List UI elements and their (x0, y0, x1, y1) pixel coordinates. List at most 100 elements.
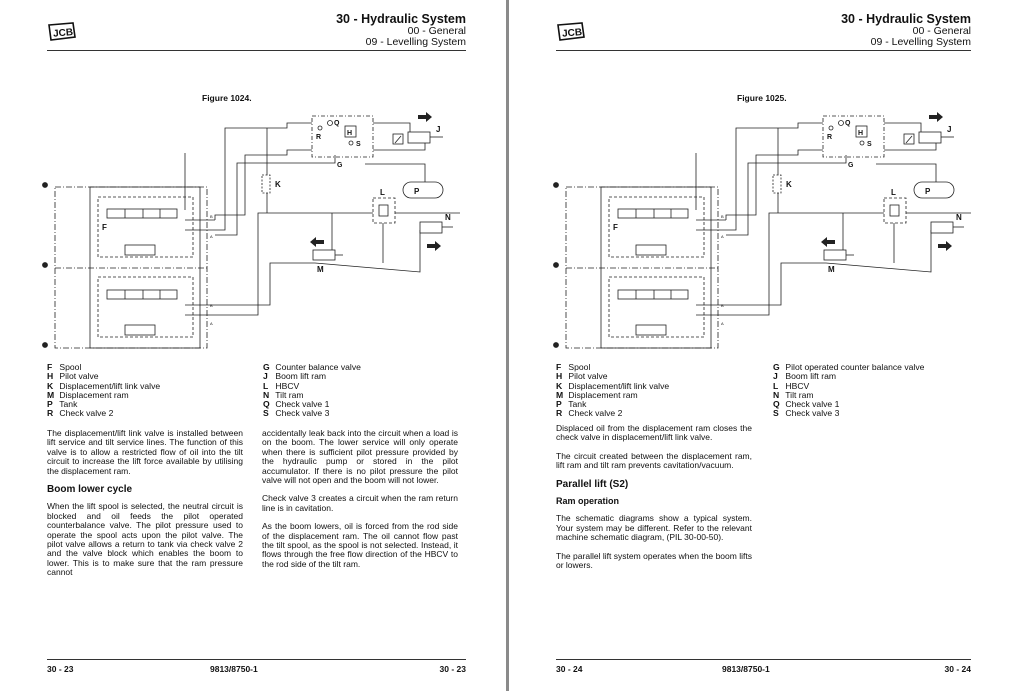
legend-text: Check valve 1 (785, 399, 840, 410)
figure-caption: Figure 1024. (202, 93, 252, 103)
footer-rule (47, 659, 466, 660)
link-valve-k (772, 174, 782, 194)
footer-doc-number: 9813/8750-1 (722, 664, 770, 674)
legend-text: Check valve 2 (59, 408, 114, 419)
subsection-title: 09 - Levelling System (365, 36, 466, 48)
legend-item: M Displacement ram (556, 389, 669, 400)
counter-balance-valve-g (311, 115, 374, 158)
port-label-a: A (721, 234, 724, 239)
diagram-label-R: R (827, 134, 832, 141)
manual-page-right: JCB 30 - Hydraulic System 00 - General 0… (509, 0, 1011, 691)
legend-item: J Boom lift ram (773, 371, 924, 382)
diagram-label-M: M (317, 265, 324, 274)
hbcv-l (372, 197, 396, 224)
legend-text: HBCV (785, 380, 810, 391)
legend-text: Check valve 2 (568, 408, 623, 419)
legend-text: Boom lift ram (275, 371, 327, 382)
valve-block (553, 153, 726, 349)
port-label-b: B (721, 303, 724, 308)
displacement-ram-m (310, 237, 343, 261)
port-label-a: A (210, 321, 213, 326)
manual-page-left: JCB 30 - Hydraulic System 00 - General 0… (0, 0, 506, 691)
diagram-label-S: S (356, 141, 361, 148)
link-valve-k (261, 174, 271, 194)
legend-text: Displacement/lift link valve (59, 380, 161, 391)
legend-key: Q (263, 399, 270, 410)
diagram-label-J: J (436, 125, 440, 134)
legend-item: Q Check valve 1 (263, 399, 361, 410)
jcb-logo: JCB (48, 22, 76, 41)
port-label-a: A (210, 234, 213, 239)
paragraph: The displacement/lift link valve is inst… (47, 428, 243, 476)
legend-text: Check valve 1 (275, 399, 330, 410)
legend-key: H (47, 371, 54, 382)
legend-item: S Check valve 3 (773, 408, 924, 419)
diagram-label-K: K (275, 180, 281, 189)
diagram-label-S: S (867, 141, 872, 148)
diagram-label-K: K (786, 180, 792, 189)
legend-key: N (773, 389, 780, 400)
diagram-label-R: R (316, 134, 321, 141)
legend-key: Q (773, 399, 780, 410)
tank-p (913, 181, 955, 199)
hydraulic-lines (214, 122, 460, 316)
legend-text: Pilot valve (59, 371, 99, 382)
legend-key: M (47, 389, 55, 400)
legend-key: R (47, 408, 54, 419)
footer-rule (556, 659, 971, 660)
legend-key: H (556, 371, 563, 382)
legend-item: G Counter balance valve (263, 362, 361, 372)
diagram-label-N: N (956, 213, 962, 222)
text-column-1: Displaced oil from the displacement ram … (556, 423, 752, 579)
legend-key: R (556, 408, 563, 419)
legend-item: K Displacement/lift link valve (47, 380, 161, 391)
legend-key: L (773, 380, 779, 391)
legend-text: Tilt ram (275, 389, 304, 400)
legend-key: P (556, 399, 562, 410)
section-title: 00 - General (407, 25, 466, 37)
figure-caption: Figure 1025. (737, 93, 787, 103)
diagram-label-L: L (380, 188, 385, 197)
paragraph: The circuit created between the displace… (556, 450, 752, 471)
legend-item: F Spool (47, 362, 160, 372)
legend-key: J (263, 371, 268, 382)
paragraph: When the lift spool is selected, the neu… (47, 501, 243, 578)
counter-balance-valve-g (822, 115, 885, 158)
diagram-label-J: J (947, 125, 951, 134)
tilt-ram-n (419, 221, 453, 251)
legend-key: F (556, 362, 562, 372)
legend-key: M (556, 389, 564, 400)
legend-key: J (773, 371, 778, 382)
legend-key: S (773, 408, 779, 419)
footer-page-right: 30 - 23 (439, 664, 466, 674)
paragraph: The schematic diagrams show a typical sy… (556, 513, 752, 543)
heading-boom-lower-cycle: Boom lower cycle (47, 484, 133, 496)
diagram-label-M: M (828, 265, 835, 274)
legend-key: S (263, 408, 269, 419)
paragraph: Displaced oil from the displacement ram … (556, 423, 752, 443)
legend-text: Tank (568, 399, 587, 410)
boom-lift-ram-j (392, 112, 443, 145)
legend-item: P Tank (556, 399, 669, 410)
paragraph: The parallel lift system operates when t… (556, 550, 752, 571)
legend-item: H Pilot valve (47, 371, 160, 382)
legend-text: Pilot valve (568, 371, 608, 382)
diagram-label-H: H (347, 130, 352, 137)
diagram-label-G: G (848, 162, 854, 169)
tilt-ram-n (930, 221, 964, 251)
chapter-title: 30 - Hydraulic System (336, 12, 466, 26)
legend-key: F (47, 362, 53, 372)
legend-text: Counter balance valve (275, 362, 361, 372)
legend-key: G (773, 362, 780, 372)
diagram-label-H: H (858, 130, 863, 137)
legend-item: H Pilot valve (556, 371, 669, 382)
legend-item: L HBCV (263, 381, 361, 391)
legend-item: G Pilot operated counter balance valve (773, 362, 924, 372)
heading-parallel-lift: Parallel lift (S2) (556, 478, 629, 490)
legend-text: Spool (59, 362, 82, 372)
paragraph: Check valve 3 creates a circuit when the… (262, 493, 458, 513)
legend-text: Tank (59, 399, 78, 410)
